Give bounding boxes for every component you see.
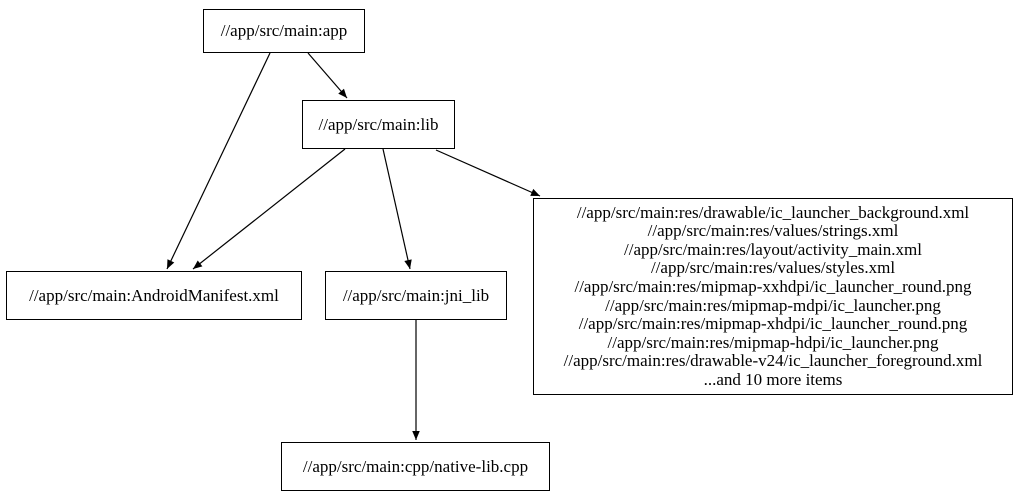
node-app: //app/src/main:app: [203, 9, 365, 53]
node-res-group: //app/src/main:res/drawable/ic_launcher_…: [533, 198, 1013, 395]
edge-lib-res-group: [435, 149, 541, 197]
res-file-label: //app/src/main:res/mipmap-xhdpi/ic_launc…: [578, 314, 968, 334]
node-lib-label: //app/src/main:lib: [318, 114, 439, 134]
res-file-label: //app/src/main:res/drawable-v24/ic_launc…: [563, 351, 983, 371]
node-android-manifest-label: //app/src/main:AndroidManifest.xml: [29, 285, 279, 305]
res-file-label: //app/src/main:res/values/strings.xml: [647, 221, 899, 241]
node-android-manifest: //app/src/main:AndroidManifest.xml: [6, 271, 302, 320]
edge-lib-jni-lib: [382, 148, 412, 270]
edge-app-lib: [307, 52, 348, 99]
node-lib: //app/src/main:lib: [302, 100, 455, 149]
res-file-label: //app/src/main:res/drawable/ic_launcher_…: [576, 202, 970, 222]
res-file-label: //app/src/main:res/mipmap-xxhdpi/ic_laun…: [574, 276, 972, 296]
res-file-label: //app/src/main:res/mipmap-mdpi/ic_launch…: [605, 295, 941, 315]
node-jni-lib-label: //app/src/main:jni_lib: [342, 285, 490, 305]
node-app-label: //app/src/main:app: [220, 21, 348, 40]
edge-lib-manifest: [192, 148, 346, 270]
node-jni-lib: //app/src/main:jni_lib: [325, 271, 507, 320]
res-more-items-label: ...and 10 more items: [703, 369, 843, 389]
res-file-label: //app/src/main:res/values/styles.xml: [650, 258, 896, 278]
res-file-label: //app/src/main:res/mipmap-hdpi/ic_launch…: [607, 332, 939, 352]
node-native-lib-cpp: //app/src/main:cpp/native-lib.cpp: [281, 442, 550, 491]
edge-app-manifest: [166, 52, 271, 270]
node-native-lib-cpp-label: //app/src/main:cpp/native-lib.cpp: [302, 456, 529, 476]
res-file-label: //app/src/main:res/layout/activity_main.…: [624, 239, 922, 259]
